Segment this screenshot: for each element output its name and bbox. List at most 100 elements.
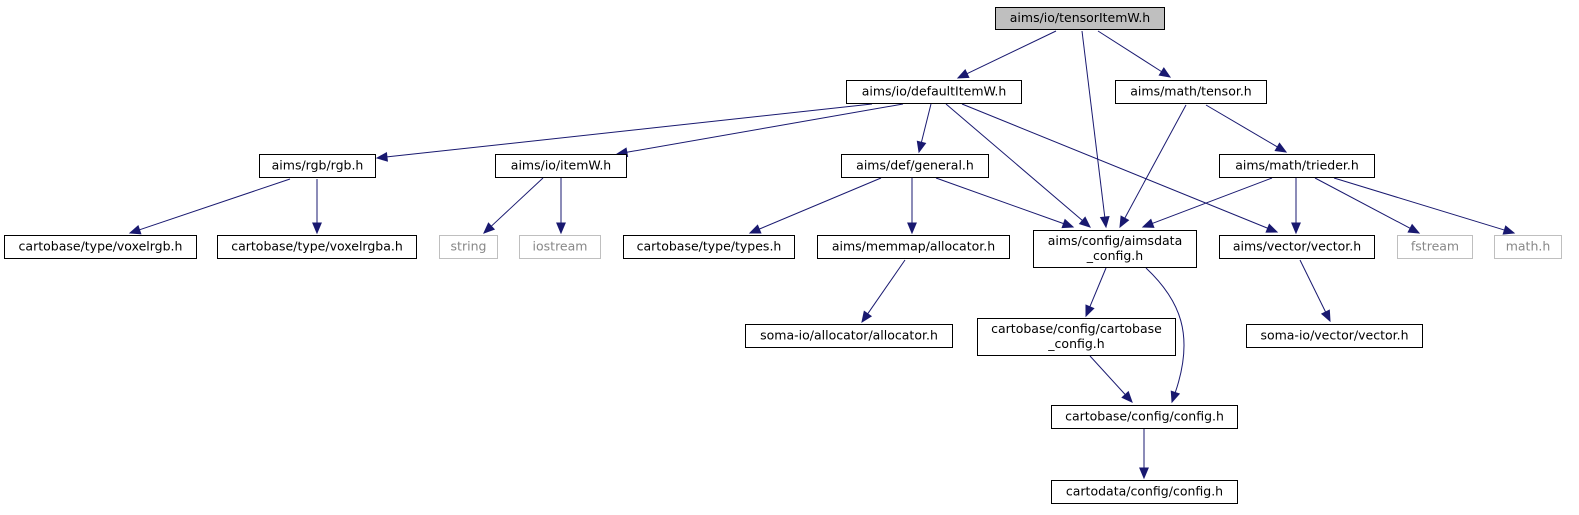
node-soma-vector[interactable]: soma-io/vector/vector.h (1246, 324, 1423, 348)
node-allocator[interactable]: aims/memmap/allocator.h (817, 235, 1010, 259)
node-box (259, 154, 376, 178)
edge-arrowhead (1407, 223, 1421, 234)
node-label: cartodata/config/config.h (1066, 484, 1223, 499)
edge-arrowhead (128, 224, 142, 235)
edge-line (1089, 267, 1107, 307)
node-rgb[interactable]: aims/rgb/rgb.h (259, 154, 376, 178)
node-math: math.h (1494, 235, 1562, 259)
edge-line (920, 103, 932, 143)
node-label: soma-io/vector/vector.h (1260, 328, 1408, 343)
node-box (817, 235, 1010, 259)
edge-arrowhead (1170, 390, 1181, 404)
edge-arrowhead (916, 140, 927, 154)
node-label: aims/io/itemW.h (511, 158, 611, 173)
edge-rgb-to-voxelrgb (128, 178, 291, 235)
node-vector[interactable]: aims/vector/vector.h (1219, 235, 1375, 259)
edge-arrowhead (956, 68, 970, 79)
node-label: cartobase/type/voxelrgba.h (231, 239, 403, 254)
edge-line (1205, 104, 1278, 148)
edge-root-to-defaultItemW (956, 30, 1057, 79)
edge-tensor-to-trieder (1205, 104, 1288, 153)
node-label: _config.h (1047, 336, 1104, 351)
node-defaultItemW[interactable]: aims/io/defaultItemW.h (846, 80, 1022, 104)
edge-line (1299, 259, 1327, 313)
node-soma-allocator[interactable]: soma-io/allocator/allocator.h (745, 324, 953, 348)
node-cartodata-config[interactable]: cartodata/config/config.h (1051, 480, 1238, 504)
edge-trieder-to-vector (1291, 178, 1301, 235)
edge-defaultItemW-to-aimsdata_config (945, 103, 1091, 228)
node-label: string (451, 239, 487, 254)
edge-line (1314, 177, 1411, 229)
node-box (1219, 235, 1375, 259)
edge-defaultItemW-to-itemW (615, 103, 904, 158)
edge-line (1089, 355, 1126, 395)
edge-trieder-to-math (1333, 177, 1516, 235)
edge-cartobase_config-to-config (1089, 355, 1133, 403)
edge-tensor-to-aimsdata_config (1119, 104, 1187, 229)
node-label: math.h (1506, 239, 1551, 254)
edge-defaultItemW-to-rgb (375, 103, 873, 162)
node-label: soma-io/allocator/allocator.h (760, 328, 938, 343)
edge-line (1124, 104, 1187, 219)
node-voxelrgba[interactable]: cartobase/type/voxelrgba.h (217, 235, 417, 259)
edge-line (139, 178, 291, 231)
node-label: aims/io/tensorItemW.h (1010, 10, 1150, 25)
node-label: cartobase/config/cartobase (991, 321, 1162, 336)
node-iostream: iostream (519, 235, 601, 259)
node-label: aims/memmap/allocator.h (832, 239, 995, 254)
node-box (623, 235, 795, 259)
edge-arrowhead (907, 222, 917, 235)
edge-arrowhead (483, 222, 496, 234)
node-box (1115, 80, 1267, 104)
edge-general-to-types (748, 177, 882, 234)
node-label: aims/math/trieder.h (1235, 158, 1359, 173)
node-box (439, 235, 498, 259)
edge-line (1152, 177, 1273, 224)
node-itemW[interactable]: aims/io/itemW.h (495, 154, 627, 178)
edge-trieder-to-fstream (1314, 177, 1421, 234)
edge-itemW-to-string (483, 177, 544, 234)
edge-arrowhead (1085, 304, 1095, 318)
edge-general-to-aimsdata_config (935, 177, 1075, 229)
edge-root-to-aimsdata_config (1081, 30, 1110, 229)
edge-line (945, 103, 1083, 221)
node-voxelrgb[interactable]: cartobase/type/voxelrgb.h (4, 235, 197, 259)
edge-arrowhead (1274, 142, 1288, 153)
node-general[interactable]: aims/def/general.h (841, 154, 989, 178)
nodes-layer: aims/io/tensorItemW.h aims/io/defaultItem… (4, 7, 1562, 504)
node-label: fstream (1411, 239, 1459, 254)
node-string: string (439, 235, 498, 259)
node-fstream: fstream (1397, 235, 1473, 259)
edge-arrowhead (1078, 216, 1091, 228)
edge-trieder-to-aimsdata_config (1141, 177, 1273, 228)
edge-arrowhead (1061, 218, 1075, 229)
node-cartobase-config[interactable]: cartobase/config/cartobase_config.h (977, 318, 1176, 356)
edge-arrowhead (1139, 467, 1149, 480)
edge-defaultItemW-to-vector (961, 103, 1279, 233)
node-box (977, 318, 1176, 356)
edge-line (1081, 30, 1106, 218)
node-types[interactable]: cartobase/type/types.h (623, 235, 795, 259)
edge-line (1333, 177, 1505, 231)
node-box (846, 80, 1022, 104)
node-config[interactable]: cartobase/config/config.h (1051, 405, 1238, 429)
edge-defaultItemW-to-general (916, 103, 932, 154)
edge-arrowhead (1121, 390, 1133, 403)
node-box (1494, 235, 1562, 259)
node-box (4, 235, 197, 259)
node-aimsdata-config[interactable]: aims/config/aimsdata_config.h (1033, 230, 1197, 268)
node-trieder[interactable]: aims/math/trieder.h (1219, 154, 1375, 178)
node-label: aims/math/tensor.h (1130, 84, 1251, 99)
edge-root-to-tensor (1097, 30, 1172, 78)
node-label: aims/vector/vector.h (1233, 239, 1361, 254)
edge-line (1145, 267, 1185, 393)
node-box (995, 7, 1165, 30)
edge-arrowhead (1265, 223, 1279, 233)
edge-line (386, 103, 873, 158)
node-root[interactable]: aims/io/tensorItemW.h (995, 7, 1165, 30)
node-tensor[interactable]: aims/math/tensor.h (1115, 80, 1267, 104)
node-label: aims/io/defaultItemW.h (862, 84, 1007, 99)
edge-line (626, 103, 904, 153)
node-box (1219, 154, 1375, 178)
